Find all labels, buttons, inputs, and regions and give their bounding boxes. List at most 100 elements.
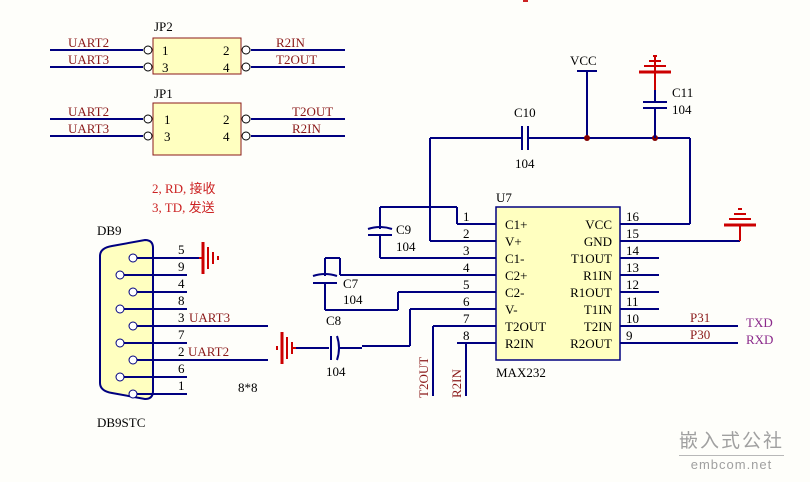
jp1-pin1-dot [143,114,153,124]
ic-pin-15-num: 15 [626,226,639,241]
ic-pin-9-name: R2OUT [570,336,612,351]
net-t2out-vertical: T2OUT [416,357,431,398]
edge-mark [523,0,528,2]
ic-pin-6-name: V- [505,302,518,317]
net-p30: P30 [690,327,710,342]
db9-pin-4: 4 [128,276,187,297]
c8-value: 104 [326,364,346,379]
jp1-net1: UART2 [68,104,109,119]
jp2-body [152,37,242,75]
ic-pin-12-name: R1OUT [570,285,612,300]
jp1-pin4-num: 4 [223,129,230,144]
ic-pin-14-num: 14 [626,243,640,258]
db9-pin-5-num: 5 [178,242,185,257]
watermark-cn: 嵌入式公社 [678,430,784,452]
jp1-pin3-dot [143,131,153,141]
ic-pin-13-name: R1IN [583,268,613,283]
db9-pin-1-num: 1 [178,378,185,393]
ic-ref: U7 [496,190,512,205]
db9-size-note: 8*8 [238,380,258,395]
db9-pin-9-num: 9 [178,259,185,274]
junction-vcc [584,135,590,141]
ic-pin-4-name: C2+ [505,268,528,283]
ic-pin-8-name: R2IN [505,336,535,351]
ic-pin-5-num: 5 [463,277,470,292]
jp1-pin1-num: 1 [164,112,171,127]
jp2-pin4-num: 4 [223,60,230,75]
ground-symbol-pin15 [620,208,756,242]
c8-ref: C8 [326,313,341,328]
power-network: VCC C10 104 C11 104 [429,53,693,241]
ground-symbol-c8 [276,332,296,364]
db9-pin-5: 5 [128,242,199,263]
ic-pin-9-num: 9 [626,328,633,343]
ic-pin-11-num: 11 [626,294,639,309]
ic-body [495,206,621,361]
db9-ref: DB9 [97,223,122,238]
ic-pin-2-num: 2 [463,226,470,241]
db9-ground-symbol [199,242,219,274]
db9-pin-7: 7 [115,327,187,348]
watermark-url: embcom.net [690,457,773,472]
db9-pin-2: 2 UART2 [128,344,268,365]
jp2-net3: UART3 [68,52,109,67]
db9-pin-6-num: 6 [178,361,185,376]
db9-part: DB9STC [97,415,145,430]
jumper-jp2: JP2 UART2 UART3 1 3 2 4 R2IN T2OUT [50,19,345,75]
note-line1: 2, RD, 接收 [152,181,216,196]
c7-ref: C7 [343,276,359,291]
watermark-divider [678,455,784,456]
jp2-pin4-dot [241,62,251,72]
jp1-net4: R2IN [292,121,322,136]
ic-pin-16-name: VCC [585,217,612,232]
ic-pin-3-name: C1- [505,251,525,266]
jp2-ref: JP2 [154,19,173,34]
c11-ref: C11 [672,85,693,100]
c10-ref: C10 [514,105,536,120]
db9-pin-3-num: 3 [178,310,185,325]
ic-pin-7-num: 7 [463,311,470,326]
db9-pin-2-num: 2 [178,344,185,359]
jp1-pin4-dot [241,131,251,141]
capacitor-c10: C10 104 [514,105,536,171]
vcc-label: VCC [570,53,597,68]
ic-pin-10-num: 10 [626,311,639,326]
note-line2: 3, TD, 发送 [152,200,215,215]
db9-shell [99,238,154,401]
ic-pin-12-num: 12 [626,277,639,292]
ic-right-pins: 16VCC15GND14T1OUT13R1IN12R1OUT11T1IN10T2… [570,209,690,351]
capacitor-c8: C8 104 [296,308,457,379]
jp1-pin2-dot [241,114,251,124]
ic-pin-1-name: C1+ [505,217,528,232]
jp1-net2: T2OUT [292,104,333,119]
db9-pin-3: 3 UART3 [128,310,268,331]
ic-part: MAX232 [496,365,546,380]
ic-pin-7-name: T2OUT [505,319,546,334]
capacitor-c9: C9 104 [367,206,458,258]
c10-value: 104 [515,156,535,171]
ic-pin-5-name: C2- [505,285,525,300]
ic-pin-15-name: GND [584,234,612,249]
net-txd: TXD [746,315,773,330]
c7-value: 104 [343,292,363,307]
c9-value: 104 [396,239,416,254]
ic-pin-14-name: T1OUT [571,251,612,266]
jp2-net1: UART2 [68,35,109,50]
c11-value: 104 [672,102,692,117]
jp1-body [152,102,242,156]
db9-pin-1: 1 [128,378,187,399]
jp2-pin2-dot [241,45,251,55]
jp1-pin2-num: 2 [223,112,230,127]
ic-pin-2-name: V+ [505,234,522,249]
net-r2in-vertical: R2IN [449,369,464,399]
jp2-net2: R2IN [276,35,306,50]
db9-pin-4-num: 4 [178,276,185,291]
db9-pin-6: 6 [115,361,187,382]
jp1-ref: JP1 [154,86,173,101]
jp2-pin3-num: 3 [162,60,169,75]
ic-pin-1-num: 1 [463,209,470,224]
jumper-jp1: JP1 UART2 UART3 1 3 2 4 T2OUT R2IN [50,86,345,156]
jp2-net4: T2OUT [276,52,317,67]
